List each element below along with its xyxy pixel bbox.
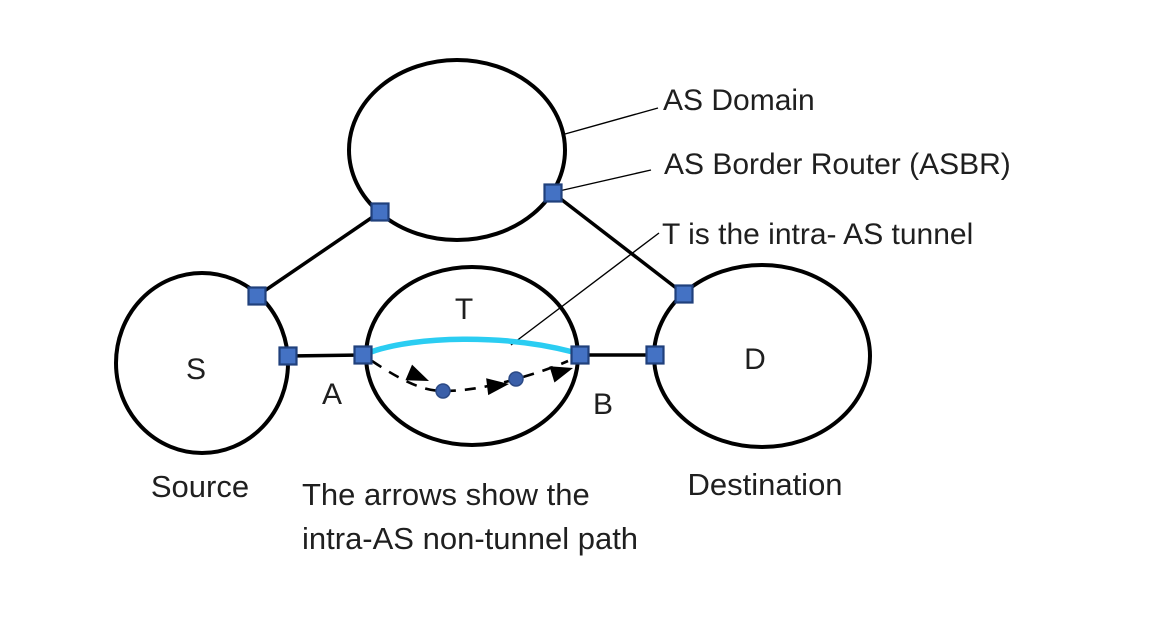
link-transit-to-destination [551,191,686,296]
path-arrowhead-1 [405,364,429,381]
node-letter-d: D [744,343,766,376]
leader-as-domain [564,107,659,135]
label-asbr: AS Border Router (ASBR) [664,148,1011,181]
link-source-to-tunnel-as [287,353,364,358]
leader-asbr [558,169,652,192]
asbr-square-destination-top [674,284,694,304]
leader-tunnel [510,232,660,346]
node-letter-a: A [322,378,342,411]
hop-dot-2 [508,371,524,387]
node-letter-t: T [455,293,473,326]
caption-destination: Destination [687,467,842,502]
label-as-domain: AS Domain [663,84,815,117]
path-arrowhead-3 [549,366,573,383]
asbr-square-tunnel-a [353,345,373,365]
node-letter-s: S [186,353,206,386]
node-letter-b: B [593,388,613,421]
caption-arrows-line1: The arrows show the [302,477,590,512]
caption-arrows-line2: intra-AS non-tunnel path [302,521,638,556]
caption-source: Source [151,469,249,504]
asbr-square-source-right [278,346,298,366]
asbr-square-source-top [247,286,267,306]
tunnel-path [368,336,576,355]
asbr-square-transit-right [543,183,563,203]
transit-as-ellipse [347,58,567,242]
asbr-square-tunnel-b [570,345,590,365]
link-source-to-transit [256,210,381,298]
non-tunnel-path [371,359,569,393]
hop-dot-1 [435,383,451,399]
asbr-square-transit-left [370,202,390,222]
label-tunnel: T is the intra- AS tunnel [662,218,973,251]
asbr-square-destination-left [645,345,665,365]
path-arrowhead-2 [486,378,509,396]
